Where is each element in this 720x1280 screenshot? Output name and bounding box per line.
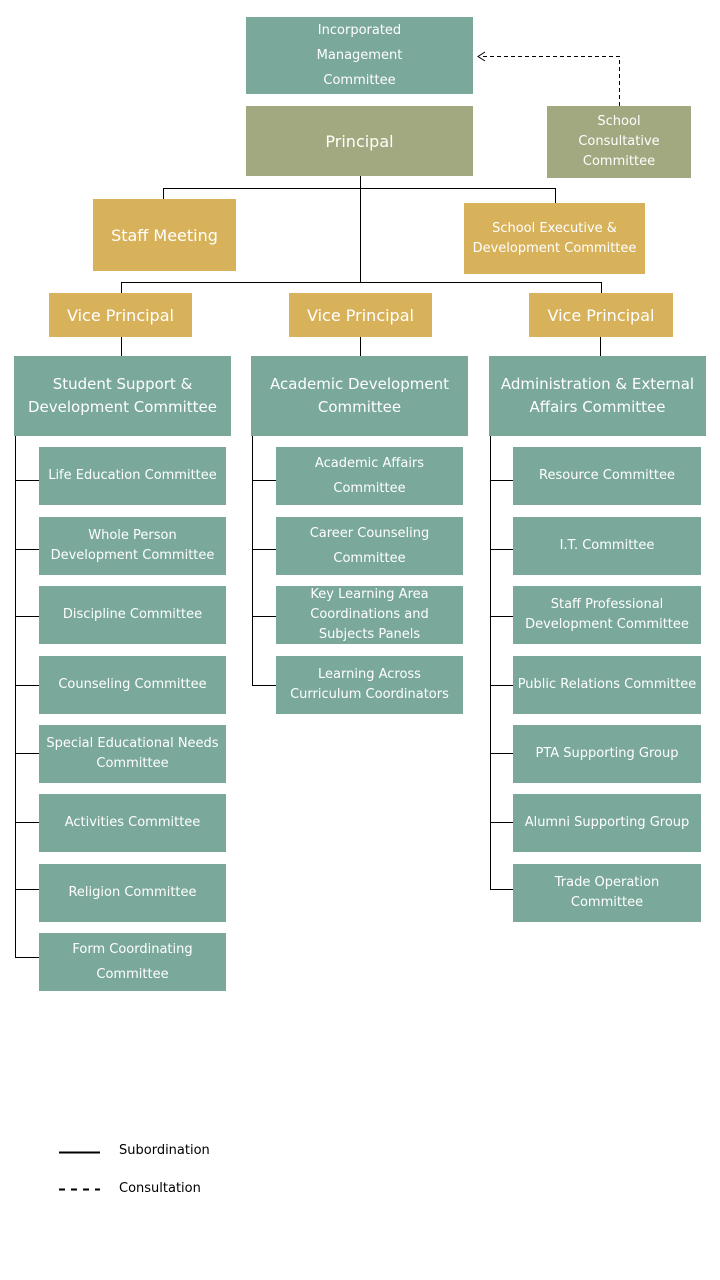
academic-development-committee-box: Academic Development Committee — [251, 356, 468, 436]
committee-box: Activities Committee — [39, 794, 226, 852]
principal-box: Principal — [246, 106, 473, 176]
committee-box: Discipline Committee — [39, 586, 226, 644]
committee-box: Counseling Committee — [39, 656, 226, 714]
legend-consultation-label: Consultation — [119, 1181, 201, 1196]
school-consultative-committee-box: School Consultative Committee — [547, 106, 691, 178]
committee-box: Career Counseling Committee — [276, 517, 463, 575]
committee-box: Form Coordinating Committee — [39, 933, 226, 991]
committee-box: PTA Supporting Group — [513, 725, 701, 783]
incorporated-management-committee-box: Incorporated Management Committee — [246, 17, 473, 94]
staff-meeting-box: Staff Meeting — [93, 199, 236, 271]
committee-box: Trade Operation Committee — [513, 864, 701, 922]
administration-committee-box: Administration & External Affairs Commit… — [489, 356, 706, 436]
committee-box: Key Learning Area Coordinations and Subj… — [276, 586, 463, 644]
vice-principal-box: Vice Principal — [529, 293, 673, 337]
committee-box: Life Education Committee — [39, 447, 226, 505]
committee-box: I.T. Committee — [513, 517, 701, 575]
consultation-arrowhead — [477, 51, 486, 62]
legend-subordination-label: Subordination — [119, 1143, 210, 1158]
committee-box: Resource Committee — [513, 447, 701, 505]
vice-principal-box: Vice Principal — [49, 293, 192, 337]
committee-box: Academic Affairs Committee — [276, 447, 463, 505]
consultation-line — [480, 56, 620, 106]
committee-box: Religion Committee — [39, 864, 226, 922]
committee-box: Special Educational Needs Committee — [39, 725, 226, 783]
student-support-committee-box: Student Support & Development Committee — [14, 356, 231, 436]
committee-box: Learning Across Curriculum Coordinators — [276, 656, 463, 714]
school-executive-committee-box: School Executive & Development Committee — [464, 203, 645, 274]
committee-box: Alumni Supporting Group — [513, 794, 701, 852]
committee-box: Whole Person Development Committee — [39, 517, 226, 575]
committee-box: Staff Professional Development Committee — [513, 586, 701, 644]
committee-box: Public Relations Committee — [513, 656, 701, 714]
vice-principal-box: Vice Principal — [289, 293, 432, 337]
